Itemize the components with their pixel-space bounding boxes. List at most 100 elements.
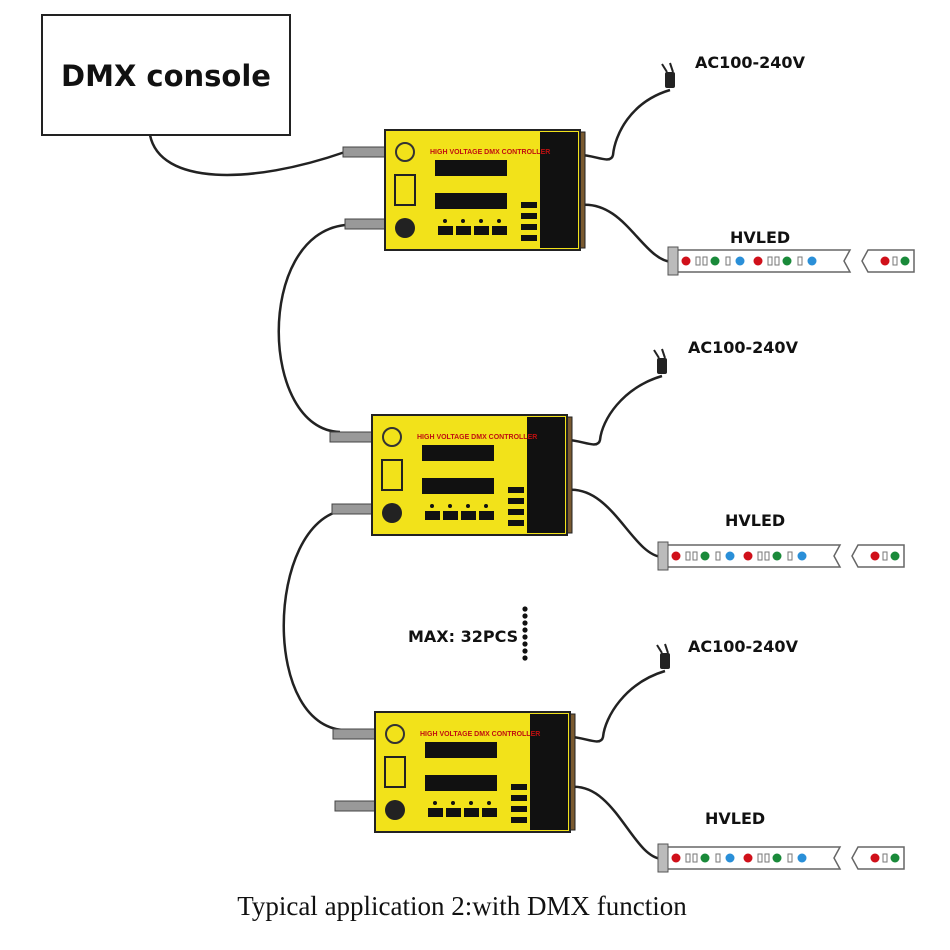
led-chip bbox=[735, 256, 745, 266]
xlr-out-icon bbox=[385, 800, 405, 820]
power-cable bbox=[569, 669, 666, 743]
led-chip bbox=[797, 551, 807, 561]
dmx-in-connector bbox=[342, 146, 386, 158]
dot bbox=[522, 655, 528, 661]
caption: Typical application 2:with DMX function bbox=[237, 891, 687, 921]
display-screen bbox=[422, 445, 494, 461]
led-chip bbox=[671, 853, 681, 863]
hvled-strip bbox=[657, 541, 905, 571]
led-chip bbox=[671, 551, 681, 561]
controller-brand: HIGH VOLTAGE DMX CONTROLLER bbox=[430, 149, 550, 156]
led-label: HVLED bbox=[725, 511, 785, 530]
power-label: AC100-240V bbox=[695, 53, 806, 72]
control-button bbox=[474, 226, 489, 235]
output-cable bbox=[566, 488, 663, 559]
terminal-panel bbox=[530, 714, 568, 830]
power-cable bbox=[579, 88, 671, 161]
terminal-panel bbox=[527, 417, 565, 533]
led-chip bbox=[797, 853, 807, 863]
controller-brand: HIGH VOLTAGE DMX CONTROLLER bbox=[420, 731, 540, 738]
dmx-in-connector bbox=[332, 728, 376, 740]
led-chip bbox=[772, 853, 782, 863]
dot bbox=[522, 648, 528, 654]
control-button bbox=[492, 226, 507, 235]
led-chip bbox=[725, 551, 735, 561]
xlr-out-icon bbox=[395, 218, 415, 238]
display-screen bbox=[425, 742, 497, 758]
info-screen bbox=[435, 193, 507, 209]
channel-indicator bbox=[521, 235, 537, 241]
channel-indicator bbox=[511, 806, 527, 812]
rj45-ports bbox=[381, 459, 403, 491]
led-chip bbox=[743, 551, 753, 561]
dot bbox=[522, 606, 528, 612]
xlr-in-icon bbox=[385, 724, 405, 744]
channel-indicator bbox=[521, 224, 537, 230]
control-button bbox=[464, 808, 479, 817]
channel-indicator bbox=[511, 795, 527, 801]
power-plug-icon bbox=[661, 62, 675, 88]
channel-indicator bbox=[508, 520, 524, 526]
led-chip bbox=[700, 551, 710, 561]
channel-indicator bbox=[508, 487, 524, 493]
info-screen bbox=[422, 478, 494, 494]
dot bbox=[522, 641, 528, 647]
led-chip bbox=[772, 551, 782, 561]
continuation-dots bbox=[522, 606, 528, 661]
channel-indicator bbox=[521, 202, 537, 208]
terminal-panel bbox=[540, 132, 578, 248]
controller-unit: HIGH VOLTAGE DMX CONTROLLER AC100-240V HVL… bbox=[332, 637, 905, 873]
rj45-ports bbox=[394, 174, 416, 206]
dmx-out-connector bbox=[344, 218, 386, 230]
led-chip bbox=[725, 853, 735, 863]
channel-indicator bbox=[511, 817, 527, 823]
power-plug-icon bbox=[656, 643, 670, 669]
dot bbox=[522, 620, 528, 626]
control-button bbox=[425, 511, 440, 520]
led-chip bbox=[700, 853, 710, 863]
controller-unit: HIGH VOLTAGE DMX CONTROLLER AC100-240V HVL… bbox=[342, 53, 915, 276]
led-label: HVLED bbox=[730, 228, 790, 247]
control-button bbox=[438, 226, 453, 235]
channel-indicator bbox=[521, 213, 537, 219]
max-label: MAX: 32PCS bbox=[408, 627, 518, 646]
control-button bbox=[446, 808, 461, 817]
channel-indicator bbox=[511, 784, 527, 790]
dot bbox=[522, 613, 528, 619]
controller-brand: HIGH VOLTAGE DMX CONTROLLER bbox=[417, 434, 537, 441]
channel-indicator bbox=[508, 498, 524, 504]
display-screen bbox=[435, 160, 507, 176]
output-cable bbox=[569, 785, 663, 861]
xlr-in-icon bbox=[395, 142, 415, 162]
output-cable bbox=[579, 203, 673, 264]
power-label: AC100-240V bbox=[688, 637, 799, 656]
dmx-cable-link-1 bbox=[277, 223, 346, 434]
dmx-out-connector bbox=[331, 503, 373, 515]
dot bbox=[522, 634, 528, 640]
xlr-in-icon bbox=[382, 427, 402, 447]
dmx-out-connector bbox=[334, 800, 376, 812]
power-plug-icon bbox=[653, 348, 667, 374]
xlr-out-icon bbox=[382, 503, 402, 523]
led-chip bbox=[782, 256, 792, 266]
channel-indicator bbox=[508, 509, 524, 515]
control-button bbox=[479, 511, 494, 520]
controller-unit: HIGH VOLTAGE DMX CONTROLLER AC100-240V HVL… bbox=[329, 338, 905, 571]
control-button bbox=[482, 808, 497, 817]
control-button bbox=[428, 808, 443, 817]
console-label: DMX console bbox=[61, 59, 271, 93]
dmx-cable-console bbox=[148, 134, 346, 177]
led-chip bbox=[753, 256, 763, 266]
dmx-cable-link-2 bbox=[282, 508, 351, 732]
led-label: HVLED bbox=[705, 809, 765, 828]
info-screen bbox=[425, 775, 497, 791]
control-button bbox=[443, 511, 458, 520]
control-button bbox=[461, 511, 476, 520]
dmx-in-connector bbox=[329, 431, 373, 443]
dmx-console: DMX console bbox=[41, 14, 291, 136]
cables bbox=[148, 134, 351, 732]
rj45-ports bbox=[384, 756, 406, 788]
led-chip bbox=[681, 256, 691, 266]
power-label: AC100-240V bbox=[688, 338, 799, 357]
